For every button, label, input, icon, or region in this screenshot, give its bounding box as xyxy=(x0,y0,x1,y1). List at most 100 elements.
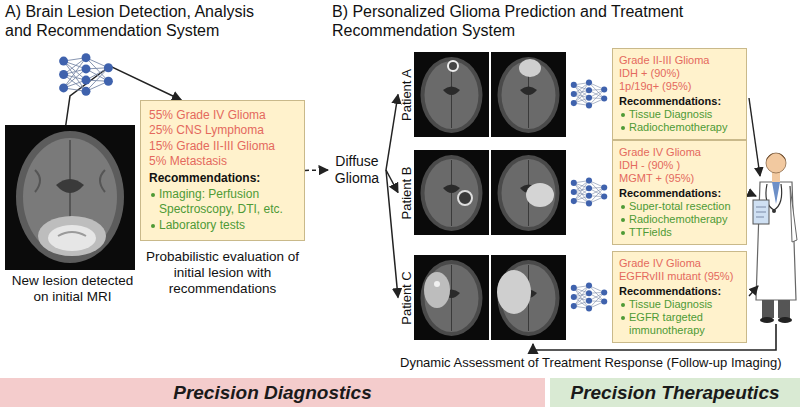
doctor-figure xyxy=(762,300,774,318)
patient-scans xyxy=(458,191,472,205)
recommendation-heading: Recommendations: xyxy=(619,187,740,200)
patient-scans xyxy=(448,61,458,71)
bullet-item: Radiochemotherapy xyxy=(619,213,740,226)
recommendation-text: EGFR targeted immunotherapy xyxy=(629,311,705,336)
node-text: Diffuse Glioma xyxy=(328,153,386,187)
bullet-item: Tissue Diagnosis xyxy=(619,298,740,311)
bullet-item: EGFR targeted immunotherapy xyxy=(619,311,740,337)
doctor-figure xyxy=(790,186,797,242)
bullet-dot xyxy=(621,205,625,209)
doctor-figure xyxy=(772,182,780,204)
doctor-figure xyxy=(772,172,780,182)
finding-text: 5% Metastasis xyxy=(149,154,296,169)
bullet-item: Tissue Diagnosis xyxy=(619,108,740,121)
bullet-dot xyxy=(621,113,625,117)
recommendation-text: Tissue Diagnosis xyxy=(629,298,712,310)
finding-text: Grade IV Glioma xyxy=(619,257,740,270)
patient-scans xyxy=(519,59,541,77)
patient-scans: Patient B xyxy=(398,150,566,235)
bullet-item: Radiochemotherapy xyxy=(619,121,740,134)
patient-scans xyxy=(434,281,440,287)
flow-arrow xyxy=(386,95,398,171)
panel-title: B) Personalized Glioma Prediction and Tr… xyxy=(332,2,794,40)
doctor-figure xyxy=(760,317,774,323)
band-label: Precision Diagnostics xyxy=(173,382,372,404)
patient-scans xyxy=(414,52,489,137)
report-arrow xyxy=(749,286,758,296)
finding-text: 25% CNS Lymphoma xyxy=(149,123,296,138)
doctor-figure xyxy=(766,153,786,173)
doctor-figure xyxy=(756,207,766,217)
result-box: Grade IV GliomaIDH - (90% )MGMT + (95%) R… xyxy=(612,140,747,245)
caption: Probabilistic evaluation of initial lesi… xyxy=(138,249,307,297)
bullet-item: TTFields xyxy=(619,226,740,239)
doctor-figure xyxy=(753,200,769,224)
report-arrow xyxy=(749,193,756,196)
mri-scan xyxy=(58,232,86,236)
mri-scan xyxy=(48,225,96,251)
neural-network-icon xyxy=(571,178,607,207)
patient-scans xyxy=(526,183,554,207)
caption: Dynamic Assessment of Treatment Response… xyxy=(400,355,782,371)
recommendation-text: Imaging: Perfusion Spectroscopy, DTI, et… xyxy=(159,187,283,216)
patient-scans xyxy=(414,150,489,235)
image-caption: New lesion detected on initial MRI xyxy=(5,273,140,305)
patient-label: Patient C xyxy=(399,271,414,324)
patient-label: Patient A xyxy=(399,68,414,120)
report-arrow xyxy=(749,98,760,296)
finding-text: Grade II-III Glioma xyxy=(619,54,740,67)
bullet-item: Laboratory tests xyxy=(149,218,296,233)
mri-scan xyxy=(23,138,117,256)
panel-title: A) Brain Lesion Detection, Analysis and … xyxy=(5,2,270,40)
result-box: 55% Grade IV Glioma25% CNS Lymphoma15% G… xyxy=(140,100,305,241)
mri-scan xyxy=(16,131,124,263)
patient-scans xyxy=(424,272,450,308)
patient-scans xyxy=(491,150,566,235)
neural-network-icon xyxy=(59,53,113,96)
band-label: Precision Therapeutics xyxy=(570,382,779,404)
report-arrow xyxy=(749,98,760,176)
mri-scan xyxy=(5,125,135,270)
recommendation-text: Tissue Diagnosis xyxy=(629,108,712,120)
phase-band: Precision Therapeutics xyxy=(550,378,800,407)
finding-text: IDH - (90% ) xyxy=(619,159,740,172)
phase-band: Precision Diagnostics xyxy=(0,378,545,407)
doctor-figure xyxy=(772,209,776,213)
bullet-dot xyxy=(621,303,625,307)
finding-text: Grade IV Glioma xyxy=(619,146,740,159)
bullet-dot xyxy=(621,218,625,222)
finding-text: 15% Grade II-III Glioma xyxy=(149,139,296,154)
neural-network-icon xyxy=(571,80,607,109)
doctor-figure xyxy=(766,153,786,161)
patient-label: Patient B xyxy=(399,166,414,219)
mri-scan xyxy=(38,216,106,256)
recommendation-text: Radiochemotherapy xyxy=(629,213,727,225)
mri-scan xyxy=(56,179,84,193)
diagnosis-label: Diffuse Glioma xyxy=(328,153,386,187)
bullet-item: Super-total resection xyxy=(619,200,740,213)
recommendation-heading: Recommendations: xyxy=(619,285,740,298)
recommendation-heading: Recommendations: xyxy=(149,171,296,186)
finding-text: IDH + (90%) xyxy=(619,67,740,80)
recommendation-text: Laboratory tests xyxy=(159,218,245,232)
neural-network-icon xyxy=(571,283,607,312)
bullet-dot xyxy=(621,316,625,320)
mri-image: New lesion detected on initial MRI xyxy=(5,125,140,305)
finding-text: 55% Grade IV Glioma xyxy=(149,108,296,123)
recommendation-text: TTFields xyxy=(629,226,672,238)
recommendation-text: Radiochemotherapy xyxy=(629,121,727,133)
patient-scans: Patient A xyxy=(398,52,566,137)
bullet-dot xyxy=(151,193,155,197)
bullet-dot xyxy=(621,126,625,130)
patient-scans xyxy=(491,52,566,137)
doctor-figure xyxy=(778,300,790,318)
flow-arrow xyxy=(305,169,328,171)
mri-scan xyxy=(5,125,135,270)
flow-arrow xyxy=(386,170,398,298)
patient-scans xyxy=(414,52,566,340)
bullet-dot xyxy=(621,231,625,235)
patient-scans xyxy=(491,255,566,340)
finding-text: MGMT + (95%) xyxy=(619,172,740,185)
bullet-dot xyxy=(151,224,155,228)
